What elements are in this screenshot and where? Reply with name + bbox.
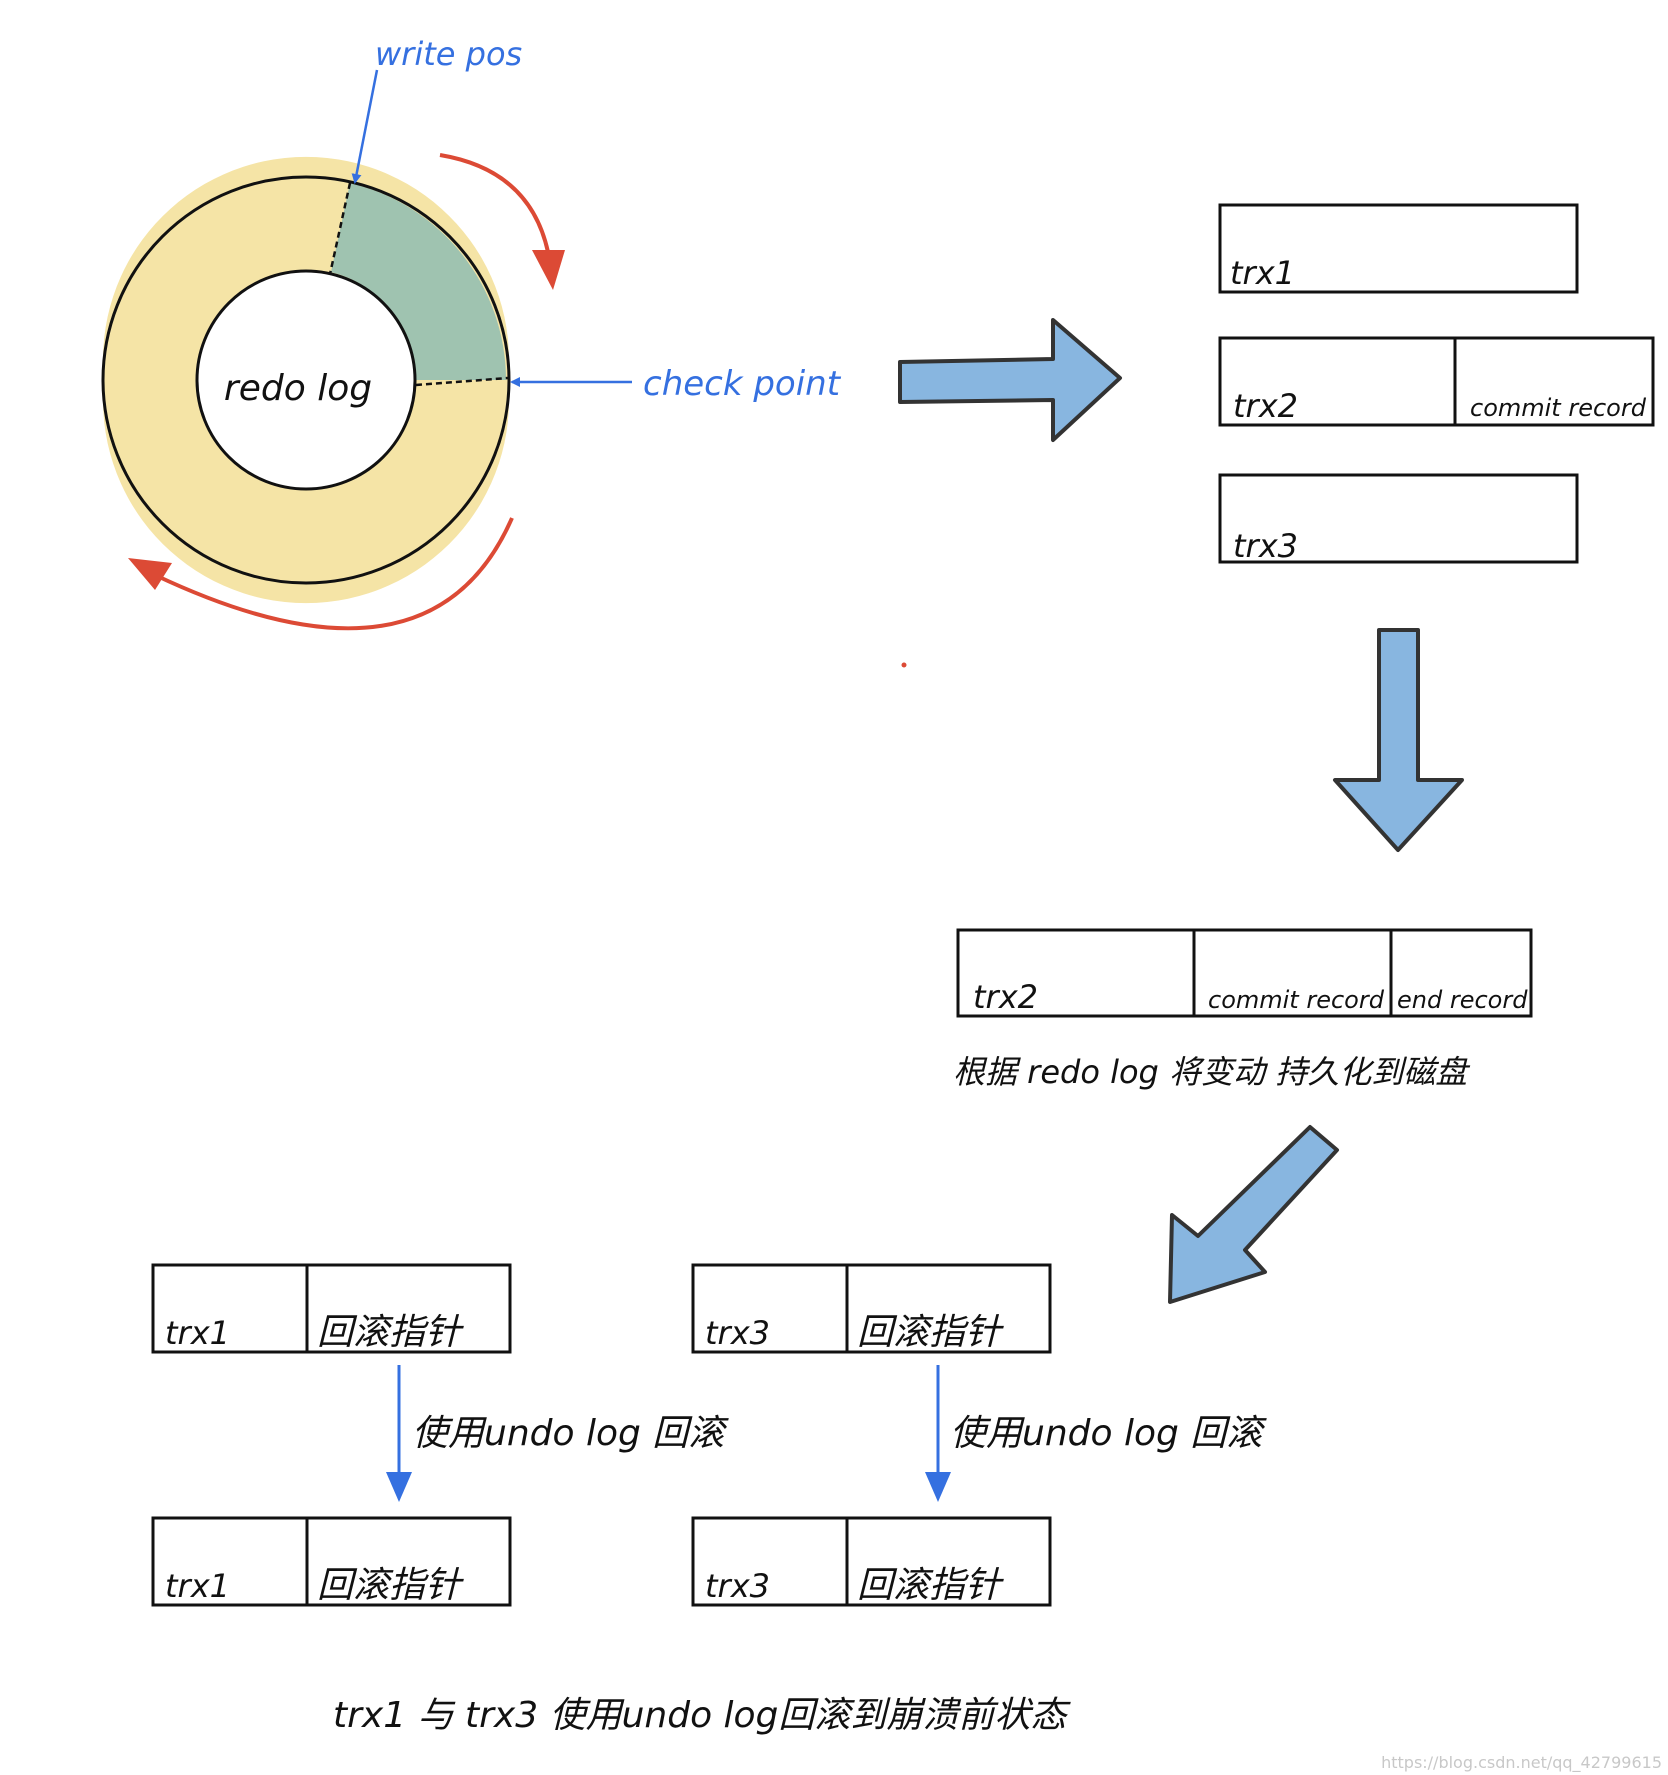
stray-dot: [901, 662, 907, 668]
log-record-trx2: trx2 commit record: [1218, 336, 1655, 427]
rollback-box-trx1-after-name: trx1: [165, 1567, 230, 1605]
write-pos-divider: [328, 182, 352, 275]
big-arrow-down: [1333, 628, 1464, 852]
check-point-pointer: check point: [510, 364, 842, 404]
rollback-box-trx1-before-pointer: 回滚指针: [317, 1312, 464, 1353]
rollback-box-trx3-before-pointer: 回滚指针: [857, 1312, 1004, 1353]
rollback-box-trx3-after-name: trx3: [705, 1567, 770, 1605]
write-pos-pointer: write pos: [351, 35, 522, 184]
check-point-label: check point: [643, 364, 842, 404]
log-record-trx1: trx1: [1218, 203, 1579, 294]
rollback-arrow-left-label: 使用undo log 回滚: [412, 1413, 729, 1454]
rollback-box-trx3-before-name: trx3: [705, 1314, 770, 1352]
rollback-arrow-left: 使用undo log 回滚: [386, 1365, 729, 1502]
rollback-box-trx1-after: trx1 回滚指针: [151, 1516, 512, 1607]
persist-caption: 根据 redo log 将变动 持久化到磁盘: [953, 1053, 1470, 1091]
check-point-divider: [415, 376, 509, 387]
big-arrow-down-left: [1168, 1125, 1339, 1304]
rollback-caption: trx1 与 trx3 使用undo log回滚到崩溃前状态: [333, 1695, 1071, 1736]
rollback-arrow-right: 使用undo log 回滚: [925, 1365, 1267, 1502]
rollback-box-trx1-before-name: trx1: [165, 1314, 230, 1352]
ring-inner-border: [195, 269, 417, 491]
persisted-record-end: end record: [1397, 986, 1528, 1014]
rollback-box-trx1-after-pointer: 回滚指针: [317, 1565, 464, 1606]
redo-log-ring: redo log: [101, 156, 511, 604]
persisted-record-commit: commit record: [1208, 986, 1385, 1014]
rotation-arrow-bottom: [154, 517, 514, 631]
persisted-record: trx2 commit record end record: [956, 928, 1533, 1018]
rotation-arrow-bottom-head: [128, 558, 172, 590]
rollback-arrow-right-label: 使用undo log 回滚: [950, 1413, 1267, 1454]
rotation-arrows: [128, 153, 565, 631]
ring-used-region: [331, 183, 506, 380]
persisted-record-name: trx2: [973, 978, 1038, 1016]
rotation-arrow-top: [439, 153, 550, 253]
ring-outer-border: [101, 175, 511, 585]
rotation-arrow-top-head: [532, 250, 565, 290]
big-arrow-right: [898, 318, 1122, 442]
watermark: https://blog.csdn.net/qq_42799615: [1381, 1753, 1662, 1773]
ring-center-label: redo log: [224, 368, 372, 409]
log-record-trx2-name: trx2: [1233, 387, 1298, 425]
rollback-box-trx3-after-pointer: 回滚指针: [857, 1565, 1004, 1606]
rollback-box-trx3-after: trx3 回滚指针: [691, 1516, 1052, 1607]
rollback-box-trx3-before: trx3 回滚指针: [691, 1263, 1052, 1354]
write-pos-label: write pos: [375, 35, 522, 73]
log-record-trx3-name: trx3: [1233, 527, 1298, 565]
log-record-trx1-name: trx1: [1230, 254, 1295, 292]
rollback-box-trx1-before: trx1 回滚指针: [151, 1263, 512, 1354]
log-record-trx3: trx3: [1218, 473, 1579, 565]
log-record-trx2-commit: commit record: [1470, 394, 1647, 422]
